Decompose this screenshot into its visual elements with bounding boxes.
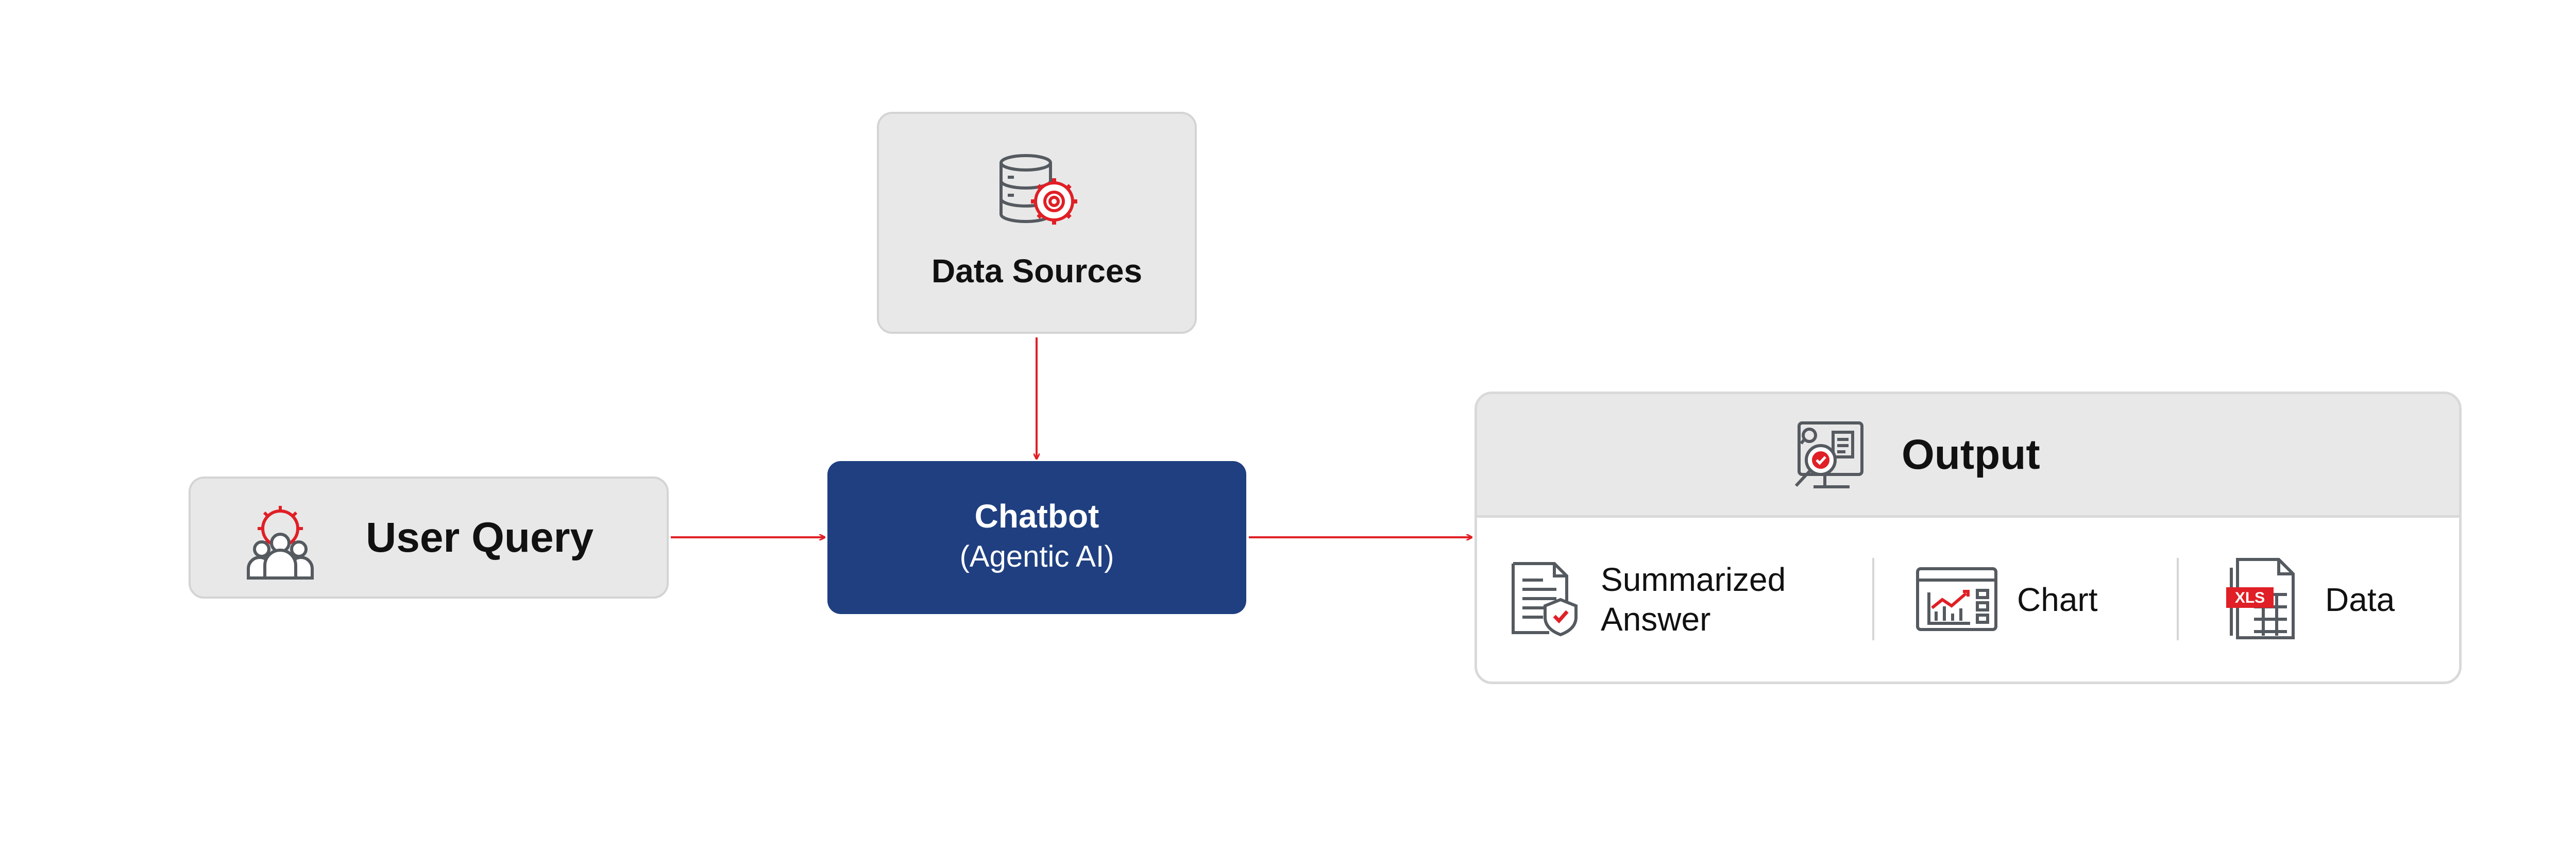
summarized-answer-label: Summarized Answer [1601, 515, 1786, 682]
data-sources-node: Data Sources [877, 112, 1197, 334]
document-shield-icon [1507, 559, 1579, 639]
user-query-node: User Query [189, 477, 669, 599]
chatbot-node: Chatbot (Agentic AI) [827, 461, 1246, 614]
data-label: Data [2325, 581, 2395, 618]
monitor-search-icon [1789, 420, 1866, 495]
output-header: Output [1477, 394, 2459, 518]
output-item-summarized-answer: Summarized Answer [1477, 515, 1874, 682]
chart-window-icon [1916, 567, 1998, 635]
output-divider [1872, 558, 1874, 640]
chatbot-title: Chatbot [974, 498, 1099, 535]
data-sources-label: Data Sources [931, 252, 1143, 290]
user-query-label: User Query [366, 514, 594, 561]
user-gear-icon [241, 502, 319, 580]
xls-file-icon: XLS [2225, 557, 2297, 642]
summarized-answer-line1: Summarized [1601, 561, 1786, 599]
chart-label: Chart [2017, 581, 2098, 618]
output-panel: Output Summarized Answer [1475, 392, 2462, 684]
summarized-answer-line2: Answer [1601, 601, 1711, 638]
output-item-data: XLS Data [2179, 515, 2459, 682]
chatbot-subtitle: (Agentic AI) [959, 540, 1114, 573]
output-item-chart: Chart [1874, 515, 2178, 682]
output-divider [2177, 558, 2179, 640]
database-gear-icon [997, 152, 1080, 230]
output-title: Output [1902, 431, 2040, 478]
xls-badge-text: XLS [2235, 589, 2265, 606]
